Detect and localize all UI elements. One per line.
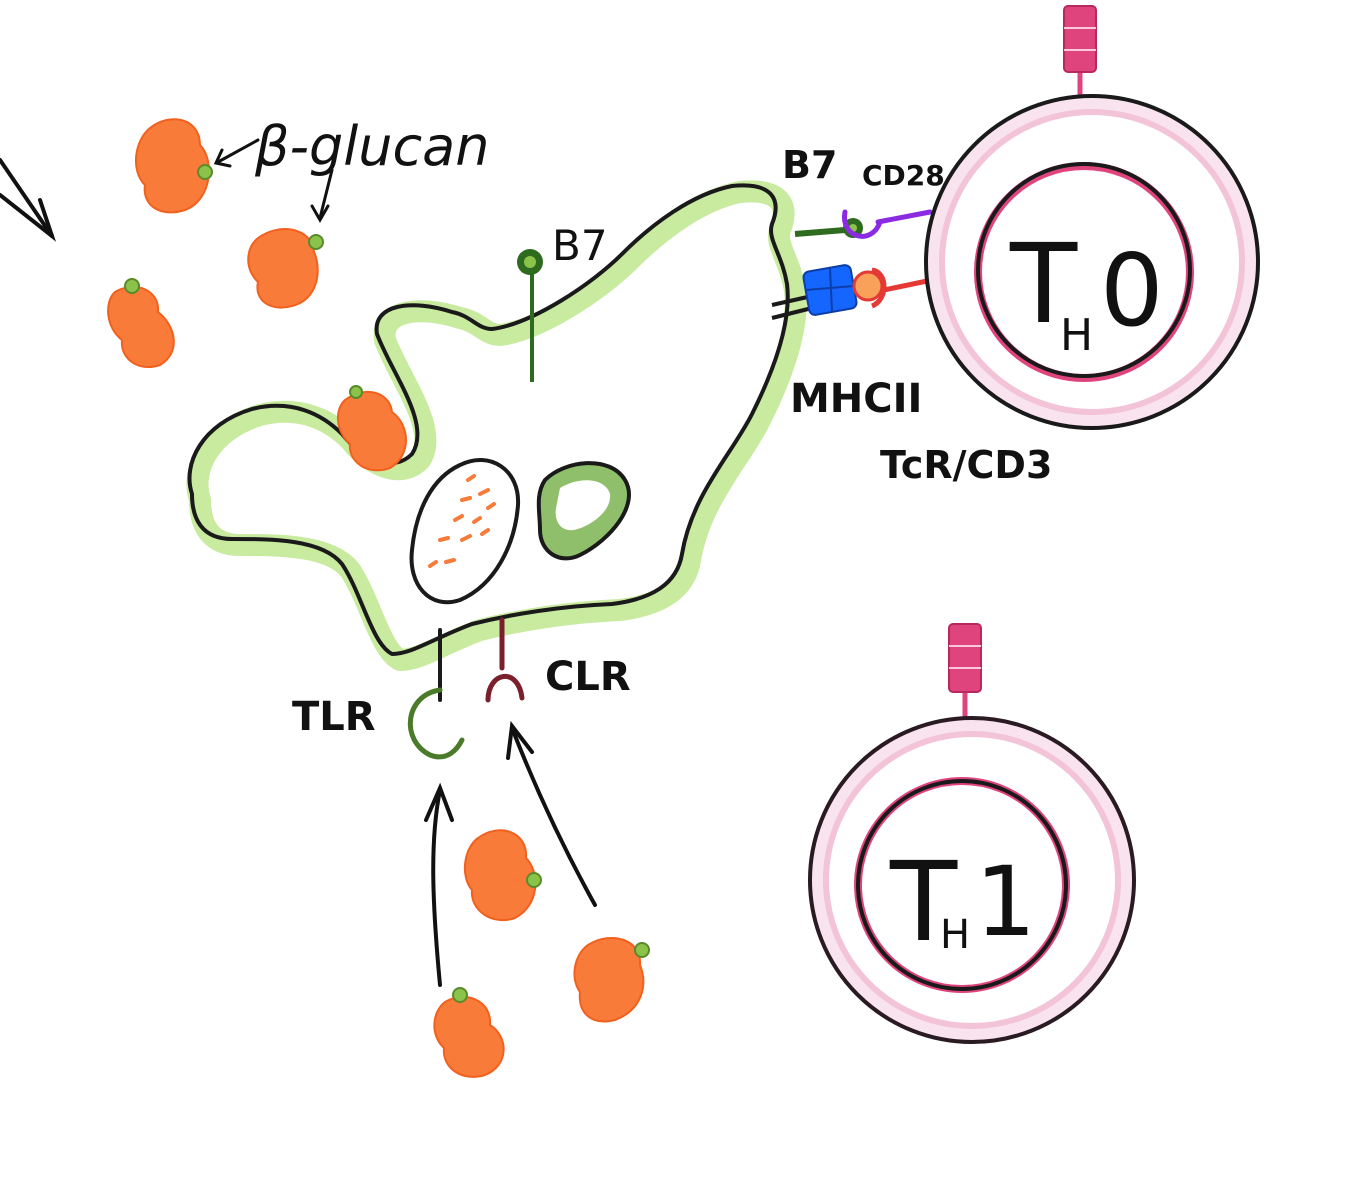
mhcii-complex — [771, 264, 858, 320]
fungus-6 — [433, 987, 505, 1078]
th0-cell: T H 0 — [924, 5, 1260, 430]
beta-glucan-label: β-glucan — [254, 115, 489, 178]
th0-t-letter: T — [1009, 220, 1078, 348]
dendritic-cell-membrane — [186, 180, 807, 671]
tlr-label: TLR — [292, 694, 376, 740]
clr-receptor — [485, 617, 525, 703]
th0-h-subscript: H — [1060, 310, 1093, 361]
phagosome — [409, 458, 521, 605]
engulfed-fungus — [337, 385, 407, 472]
b7-contact-label: B7 — [782, 143, 837, 187]
tcr-cd3-complex — [852, 267, 933, 309]
dendritic-cell: B7 — [186, 180, 807, 671]
fungus-2 — [247, 228, 324, 309]
fungus-3 — [107, 278, 175, 368]
tlr-receptor — [407, 628, 465, 760]
th1-number: 1 — [975, 846, 1036, 958]
b7-receptor-top — [517, 249, 543, 382]
cd28-receptor — [842, 209, 933, 239]
th1-cell: T H 1 — [808, 623, 1136, 1044]
nucleus — [536, 461, 631, 561]
fungus-5 — [573, 936, 650, 1023]
fungus-1 — [134, 118, 213, 214]
b7-contact-receptor — [794, 218, 863, 238]
th1-t-letter: T — [889, 838, 958, 966]
fungus-4 — [463, 829, 542, 921]
cd28-label: CD28 — [862, 159, 945, 192]
th0-surface-marker — [1063, 5, 1097, 112]
beta-glucan-pointer-arrows — [213, 138, 334, 224]
b7-label-top: B7 — [552, 221, 608, 270]
clr-label: CLR — [545, 654, 631, 700]
th1-h-subscript: H — [940, 912, 970, 958]
fungus-to-clr-arrow — [506, 720, 597, 907]
th0-number: 0 — [1100, 232, 1164, 349]
partial-arrow-icon — [0, 158, 57, 242]
tcr-cd3-label: TcR/CD3 — [880, 443, 1052, 487]
th1-surface-marker — [948, 623, 982, 732]
mhcii-label: MHCII — [790, 376, 922, 422]
fungus-to-tlr-arrow — [424, 782, 454, 987]
